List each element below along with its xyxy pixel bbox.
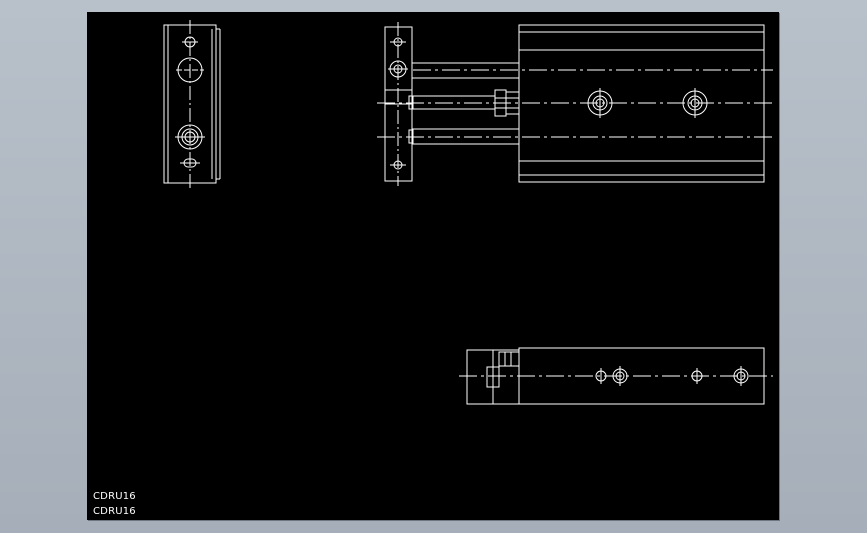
front-view	[377, 22, 773, 186]
technical-drawing	[163, 20, 773, 405]
bottom-view	[459, 347, 773, 405]
side-view	[163, 20, 221, 188]
drawing-label-2: CDRU16	[93, 506, 136, 517]
drawing-label-1: CDRU16	[93, 491, 136, 502]
drawing-viewport[interactable]: CDRU16 CDRU16	[87, 12, 779, 520]
